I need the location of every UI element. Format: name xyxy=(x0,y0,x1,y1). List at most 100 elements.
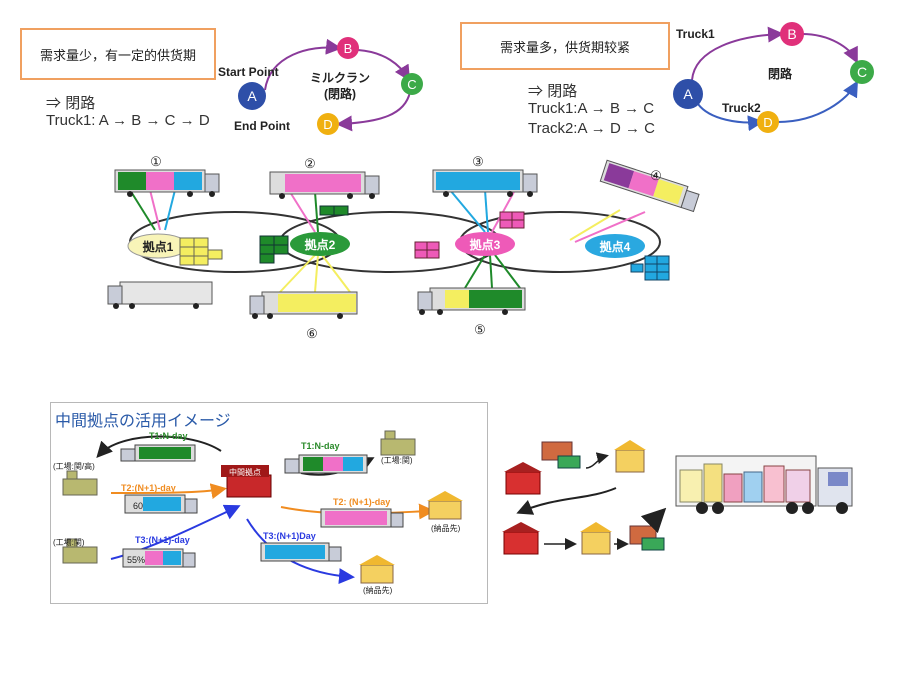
delivery-truck-icon-2 xyxy=(629,525,665,551)
node-b-label-2: B xyxy=(787,26,796,42)
node-c-circle-2 xyxy=(850,60,874,84)
truck-1 xyxy=(114,169,220,197)
node-b-label: B xyxy=(344,41,353,56)
center-hub-sign xyxy=(221,465,269,477)
end-point-label: End Point xyxy=(234,119,290,133)
flow-t1-left xyxy=(96,435,222,458)
left-route-heading-text: 閉路 xyxy=(65,95,96,112)
truck1-route-b-c xyxy=(801,33,858,64)
closed-loop-label: 閉路 xyxy=(768,66,793,81)
panel-title: 中間拠点の活用イメージ xyxy=(55,413,231,430)
node-c-label-2: C xyxy=(857,64,867,80)
cargo-stack-hub2 xyxy=(259,205,349,264)
t2-left-label: T2:(N+1)-day xyxy=(121,483,176,493)
destination-icon-1 xyxy=(427,491,463,520)
factory-2-label: (工場:関) xyxy=(53,537,85,547)
panel-truck-t1-right xyxy=(284,454,368,474)
node-c-circle xyxy=(401,73,423,95)
hub-1-label: 拠点1 xyxy=(143,239,174,254)
route-a-to-b xyxy=(264,38,342,91)
left-route-heading: ⇒ 閉路 xyxy=(46,92,95,113)
truck-5 xyxy=(417,287,526,315)
semi-truck-illustration xyxy=(675,455,853,514)
destination-icon-2 xyxy=(359,555,395,584)
fan-lines-truck5 xyxy=(464,254,521,289)
semi-windshield xyxy=(828,472,848,486)
truck-number-3: ③ xyxy=(472,154,484,169)
cross-dock-diagram xyxy=(502,440,667,555)
fan-lines-truck1 xyxy=(129,189,176,231)
factory-icon-2 xyxy=(62,538,98,564)
node-d-label: D xyxy=(323,117,332,132)
truck-4 xyxy=(599,159,700,213)
truck-number-1: ① xyxy=(150,154,162,169)
t3-left-label: T3:(N+1)-day xyxy=(135,535,190,545)
node-d-label-2: D xyxy=(763,115,772,130)
node-a-circle xyxy=(238,82,266,110)
right-route-line-2: Track2:A → D → C xyxy=(528,120,655,137)
callout-high-demand: 需求量多，供货期较紧 xyxy=(460,22,670,70)
center-hub-building xyxy=(226,474,272,498)
intermediate-hub-panel: 中間拠点の活用イメージ 中間拠点 xyxy=(50,402,488,604)
hub-4 xyxy=(585,234,645,258)
hub-2-label: 拠点2 xyxy=(305,237,336,252)
milk-run-sublabel: (閉路) xyxy=(324,86,356,101)
node-a-circle-2 xyxy=(673,79,703,109)
factory-icon-3 xyxy=(380,430,416,456)
right-route-heading-text: 閉路 xyxy=(547,83,578,100)
cargo-pallets xyxy=(679,463,811,503)
right-route-heading: ⇒ 閉路 xyxy=(528,80,577,101)
right-route-line-1: Truck1:A → B → C xyxy=(528,100,655,117)
hub-3-label: 拠点3 xyxy=(470,237,501,252)
fan-lines-truck6 xyxy=(279,254,351,293)
pct-55-label: 55% xyxy=(127,555,145,565)
route-b-to-c xyxy=(357,49,411,82)
hub-3 xyxy=(455,232,515,256)
node-c-label: C xyxy=(407,77,416,92)
warehouse-icon-1 xyxy=(504,462,542,495)
package-stack-icon-2 xyxy=(580,522,612,555)
panel-truck-t3-left: 55% xyxy=(122,548,196,568)
callout-low-demand: 需求量少，有一定的供货期 xyxy=(20,28,216,80)
truck2-route-a-d xyxy=(697,103,764,132)
arrow-symbol: ⇒ xyxy=(46,95,62,112)
truck-number-4: ④ xyxy=(650,168,662,183)
route-c-to-d xyxy=(336,91,411,132)
panel-truck-t2-right xyxy=(320,508,404,528)
node-d-circle-2 xyxy=(757,111,779,133)
truck2-route-d-c xyxy=(777,80,858,123)
cargo-stack-hub3 xyxy=(414,211,525,259)
panel-truck-t1-left xyxy=(120,444,196,462)
upload-arrow-icon xyxy=(640,507,667,534)
node-b-circle xyxy=(337,37,359,59)
node-a-label: A xyxy=(247,88,257,104)
truck-empty xyxy=(107,281,213,309)
destination-1-label: (納品先) xyxy=(431,523,461,533)
milk-run-diagram: A B C D Start Point End Point ミルクラン (閉路) xyxy=(218,37,423,135)
t1-left-label: T1:N-day xyxy=(149,431,188,441)
intermediate-hub-diagram: 中間拠点 60 55% xyxy=(53,430,463,595)
fan-lines-truck3 xyxy=(449,189,516,233)
factory-3-label: (工場:関) xyxy=(381,455,413,465)
package-stack-icon-1 xyxy=(614,440,646,473)
two-truck-diagram: A B C D Truck1 Truck2 閉路 xyxy=(673,22,874,133)
milk-run-label: ミルクラン xyxy=(310,71,370,85)
flow-arrow-1 xyxy=(585,452,609,469)
flow-arrow-return xyxy=(516,487,617,515)
truck-number-2: ② xyxy=(304,156,316,171)
arrow-symbol-2: ⇒ xyxy=(528,83,544,100)
callout-high-demand-text: 需求量多，供货期较紧 xyxy=(499,40,630,56)
truck-3 xyxy=(432,169,538,197)
factory-1-label: (工場:関/高) xyxy=(53,461,95,471)
t1-right-label: T1:N-day xyxy=(301,441,340,451)
node-b-circle-2 xyxy=(780,22,804,46)
fan-lines-truck2 xyxy=(289,191,319,233)
semi-wheels xyxy=(696,502,848,514)
hub-4-label: 拠点4 xyxy=(600,239,631,254)
cargo-stack-hub4 xyxy=(630,255,670,281)
callout-low-demand-text: 需求量少，有一定的供货期 xyxy=(39,48,196,64)
truck-number-6: ⑥ xyxy=(306,326,318,341)
truck1-route-a-b xyxy=(691,26,784,81)
node-a-label-2: A xyxy=(683,86,693,102)
flow-t3-right xyxy=(246,518,355,585)
